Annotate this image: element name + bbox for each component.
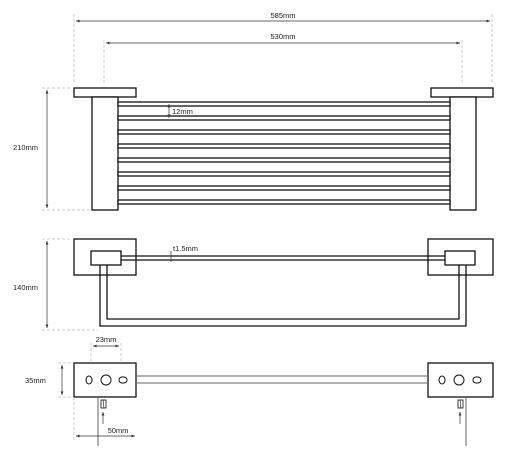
left-flange-side	[73, 238, 137, 276]
slat	[117, 101, 451, 107]
shelf-slats	[117, 101, 451, 205]
left-mount-block	[90, 250, 122, 266]
overall-width-label: 585mm	[270, 11, 295, 20]
left-mounting-plate	[73, 362, 137, 398]
slat	[117, 115, 451, 121]
left-plate-center-hole	[100, 374, 112, 386]
side-view: t1.5mm 140mm	[13, 238, 494, 331]
right-wall-flange	[430, 87, 494, 98]
front-view: 585mm 530mm 12mm 210mm	[13, 11, 494, 211]
lower-frame-outer	[99, 265, 467, 327]
side-depth-label: 140mm	[13, 283, 38, 292]
left-plate-screw-hole	[85, 375, 93, 385]
mounting-view: 23mm 35mm 50mm	[25, 335, 494, 446]
slat	[117, 185, 451, 191]
right-mount-block	[444, 250, 476, 266]
slat	[117, 143, 451, 149]
right-plate-center-hole	[453, 374, 465, 386]
slat-gap-label: 12mm	[172, 107, 193, 116]
left-screw-detail	[100, 399, 107, 409]
right-screw-detail	[457, 399, 464, 409]
left-wall-flange	[73, 87, 137, 98]
lower-frame-inner	[106, 265, 460, 320]
right-plate-screw-hole	[438, 375, 446, 385]
right-screw-thread	[459, 399, 462, 409]
slat	[117, 199, 451, 205]
left-plate-slot-hole	[118, 376, 128, 384]
slat	[117, 157, 451, 163]
right-plate-slot-hole	[472, 376, 482, 384]
thickness-label: t1.5mm	[173, 244, 198, 253]
plate-height-label: 35mm	[25, 376, 46, 385]
right-bracket-post	[449, 96, 477, 211]
slat	[117, 171, 451, 177]
inner-width-label: 530mm	[270, 32, 295, 41]
left-screw-thread	[102, 399, 105, 409]
front-height-label: 210mm	[13, 143, 38, 152]
left-bracket-post	[91, 96, 119, 211]
hole-offset-label: 50mm	[108, 426, 129, 435]
plate-width-label: 23mm	[96, 335, 117, 344]
right-mounting-plate	[427, 362, 494, 398]
slat	[117, 129, 451, 135]
